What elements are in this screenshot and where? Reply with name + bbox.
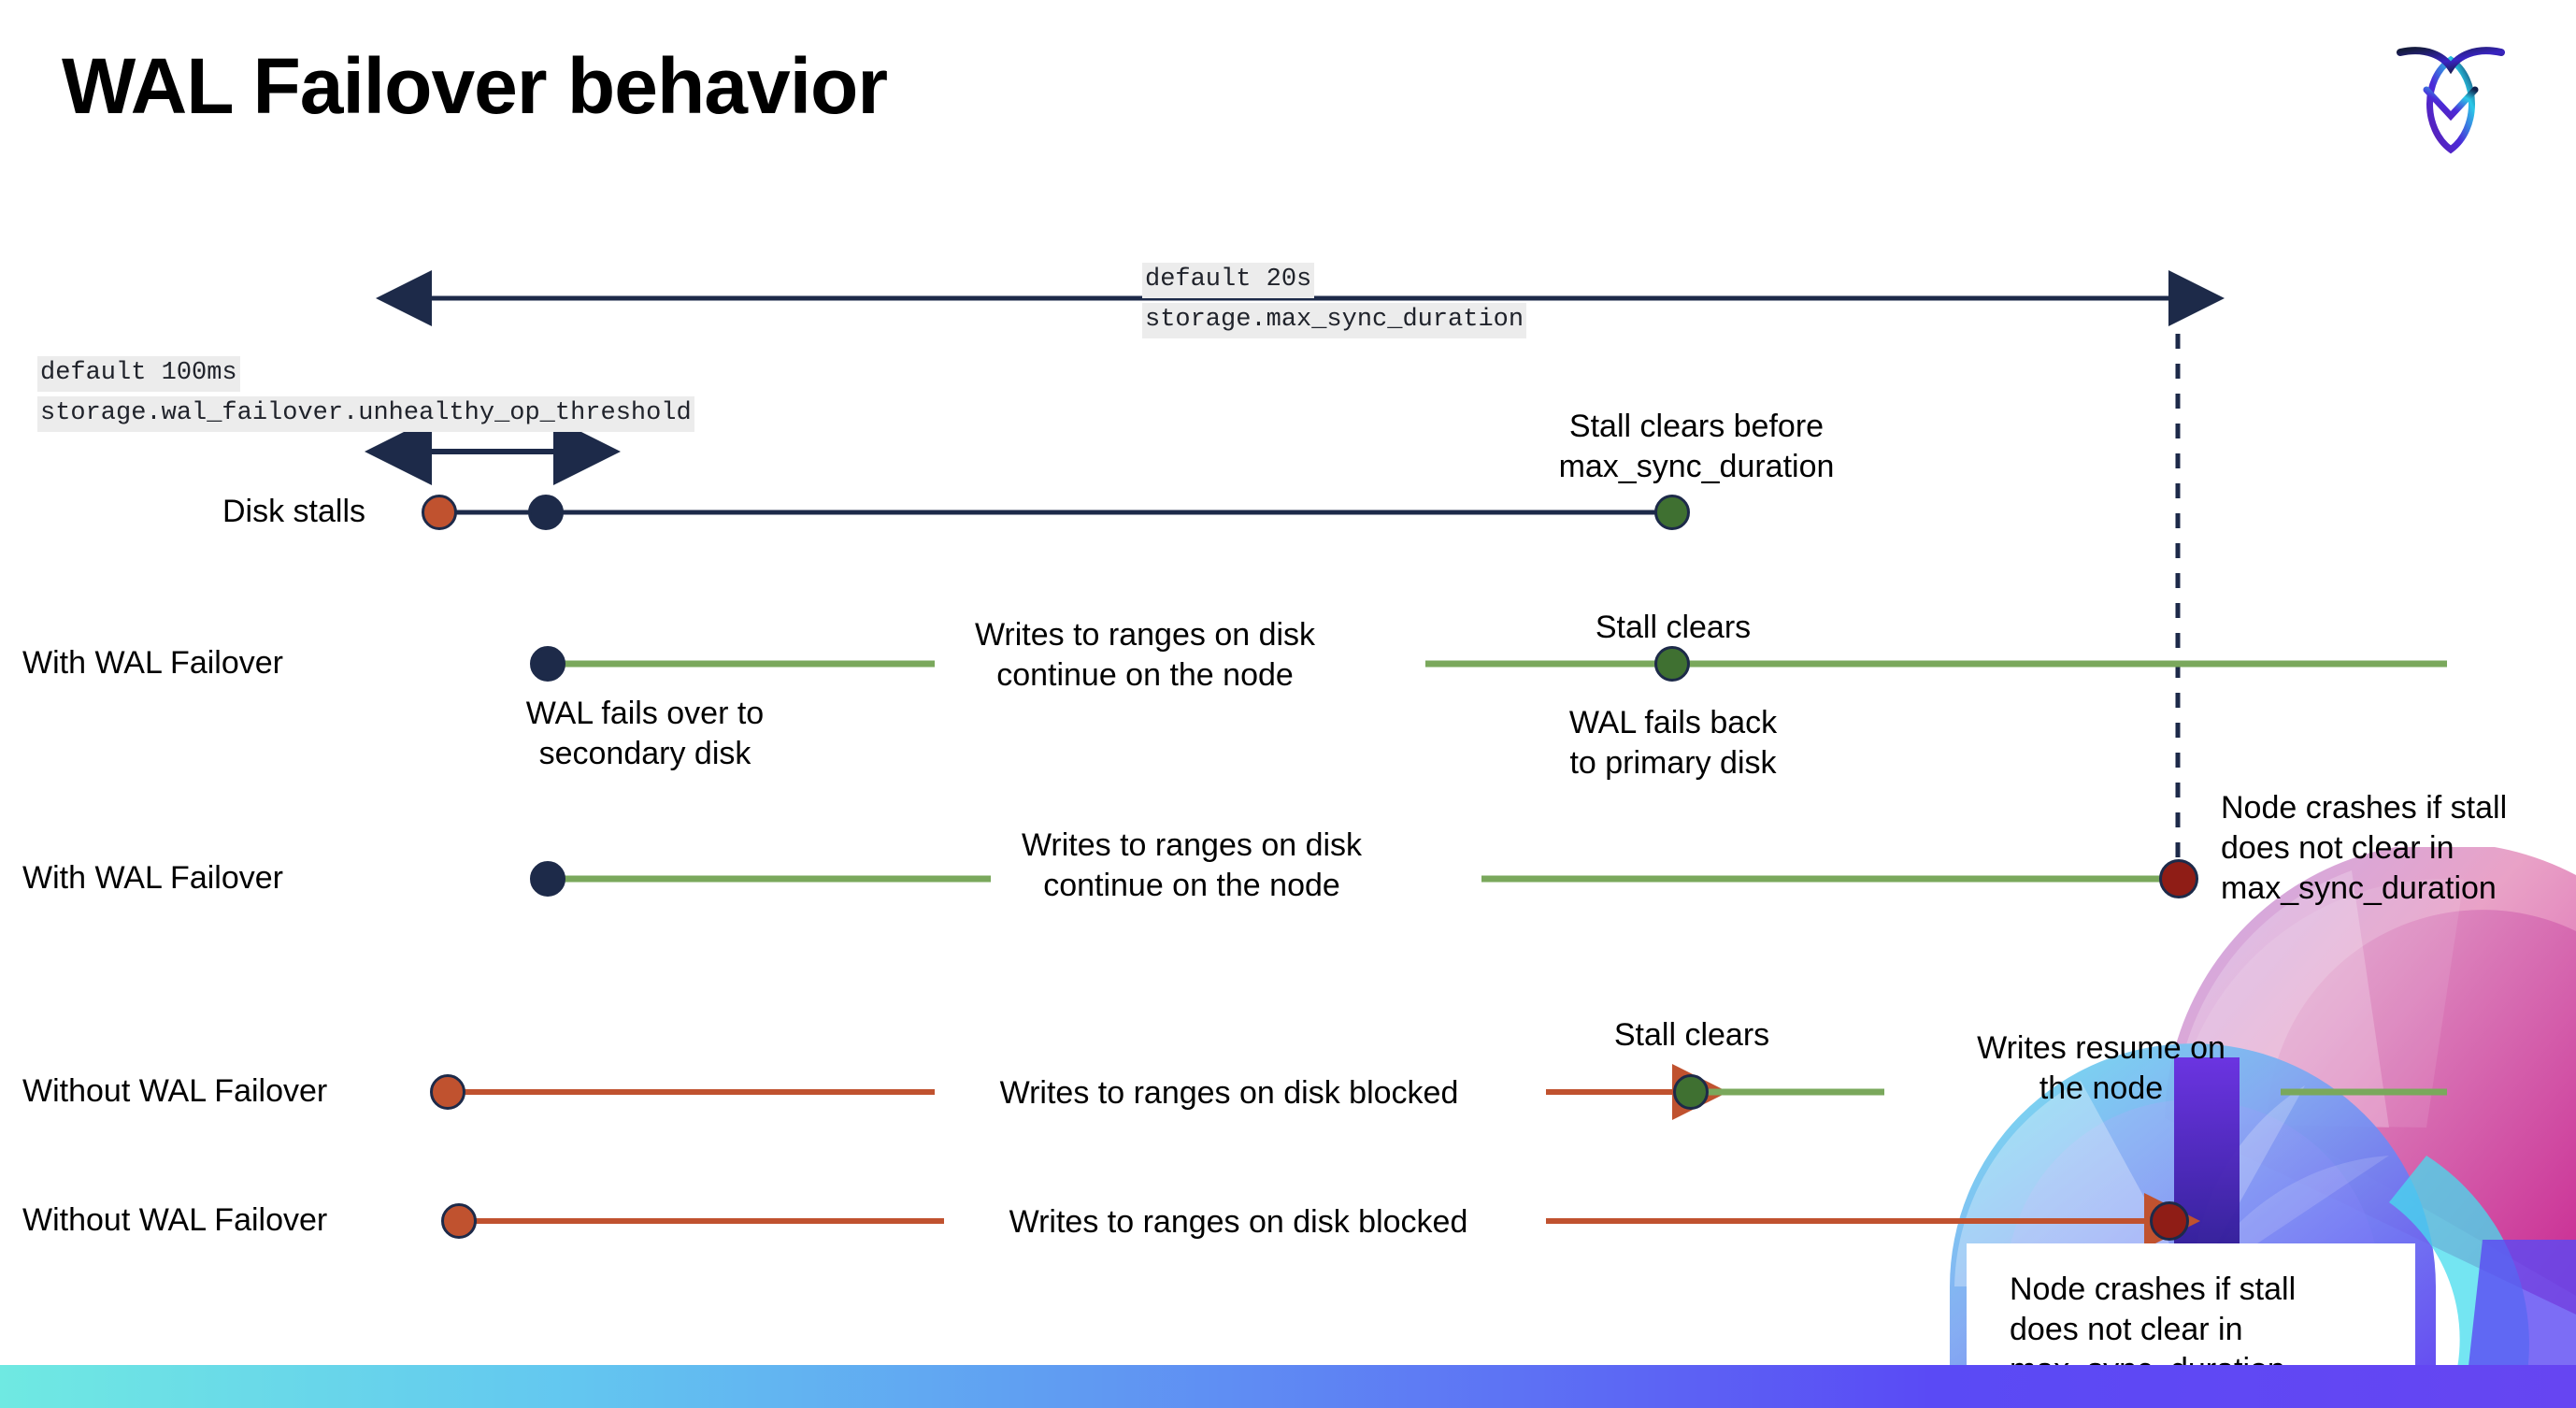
max-sync-setting-chip: storage.max_sync_duration	[1142, 303, 1527, 338]
node-crash-dot-row5	[2150, 1201, 2189, 1241]
failover-point-dot-row1	[528, 495, 564, 530]
stall-clear-dot-row4	[1673, 1074, 1709, 1110]
failover-point-dot-row2	[530, 646, 565, 682]
max-sync-default-chip: default 20s	[1142, 263, 1315, 298]
stall-start-dot-row5	[441, 1203, 477, 1239]
row-label-without-wal-failover-1: Without WAL Failover	[22, 1073, 328, 1109]
node-crash-dot-row3	[2159, 859, 2198, 898]
cockroachdb-logo-icon	[2385, 26, 2516, 166]
row-label-disk-stalls: Disk stalls	[222, 494, 366, 529]
note-stall-clears-before: Stall clears before max_sync_duration	[1558, 409, 1835, 484]
note-wal-fails-back: WAL fails back to primary disk	[1568, 705, 1778, 781]
failover-point-dot-row3	[530, 861, 565, 897]
note-wal-fails-over: WAL fails over to secondary disk	[525, 696, 765, 771]
row-label-without-wal-failover-2: Without WAL Failover	[22, 1202, 328, 1238]
page-title: WAL Failover behavior	[62, 42, 888, 130]
stall-start-dot-row1	[422, 495, 457, 530]
unhealthy-setting-chip: storage.wal_failover.unhealthy_op_thresh…	[37, 396, 694, 432]
note-node-crashes-row3: Node crashes if stall does not clear in …	[2221, 790, 2508, 906]
unhealthy-default-chip: default 100ms	[37, 356, 240, 392]
row-label-with-wal-failover-1: With WAL Failover	[22, 645, 283, 681]
bottom-gradient-bar	[0, 1365, 2576, 1408]
stall-clear-dot-row1	[1654, 495, 1690, 530]
note-stall-clears-row2: Stall clears	[1595, 610, 1752, 645]
row-label-with-wal-failover-2: With WAL Failover	[22, 860, 283, 896]
note-writes-blocked-row4: Writes to ranges on disk blocked	[999, 1075, 1459, 1111]
note-writes-resume-row4: Writes resume on the node	[1977, 1030, 2225, 1106]
stall-clear-dot-row2	[1654, 646, 1690, 682]
stall-start-dot-row4	[430, 1074, 465, 1110]
note-writes-continue-row3: Writes to ranges on disk continue on the…	[1021, 827, 1363, 903]
note-writes-blocked-row5: Writes to ranges on disk blocked	[1009, 1204, 1468, 1240]
note-writes-continue-row2: Writes to ranges on disk continue on the…	[974, 617, 1316, 693]
note-stall-clears-row4: Stall clears	[1613, 1017, 1770, 1053]
